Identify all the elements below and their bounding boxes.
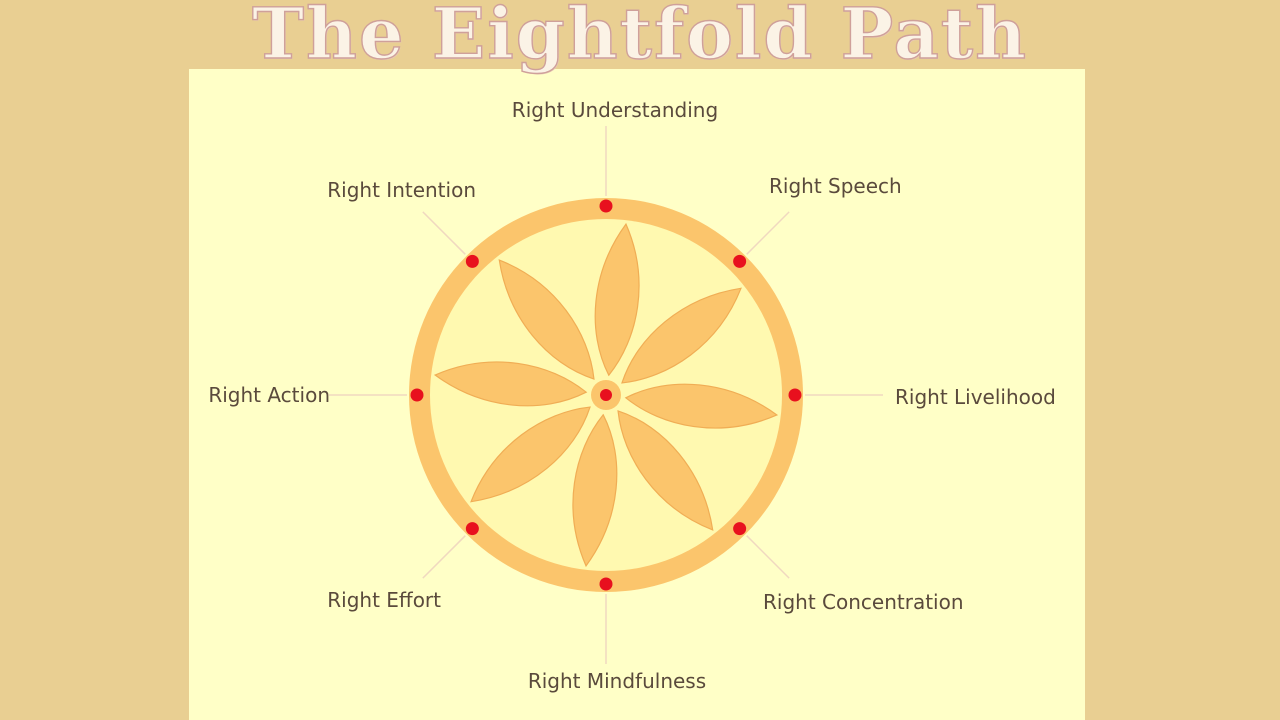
petal [621,287,742,384]
spoke-label: Right Effort [327,588,441,612]
spoke-dot [410,388,424,402]
spoke-label: Right Understanding [512,98,718,122]
slide-title: The Eightfold Path [251,0,1029,75]
wheel-petals [433,222,779,568]
petal [498,259,595,380]
leader-line [422,211,466,255]
leader-line [746,211,790,255]
leader-line [746,535,790,579]
spoke-dot [465,254,479,268]
spoke-dot [733,254,747,268]
spoke-dot [733,522,747,536]
petal [594,222,640,377]
spoke-label: Right Concentration [763,590,964,614]
petal [572,413,618,568]
spoke-label: Right Mindfulness [528,669,706,693]
spoke-label: Right Speech [769,174,902,198]
petal [433,361,588,407]
spoke-dots [410,199,802,591]
spoke-label: Right Action [208,383,330,407]
hub-dot [600,389,612,401]
spoke-dot [788,388,802,402]
spoke-dot [465,522,479,536]
petal [617,410,714,531]
leader-line [422,535,466,579]
spoke-label: Right Intention [327,178,476,202]
spoke-dot [599,577,613,591]
spoke-dot [599,199,613,213]
petal [624,383,779,429]
petal [470,406,591,503]
spoke-label: Right Livelihood [895,385,1056,409]
leader-lines [329,126,883,664]
